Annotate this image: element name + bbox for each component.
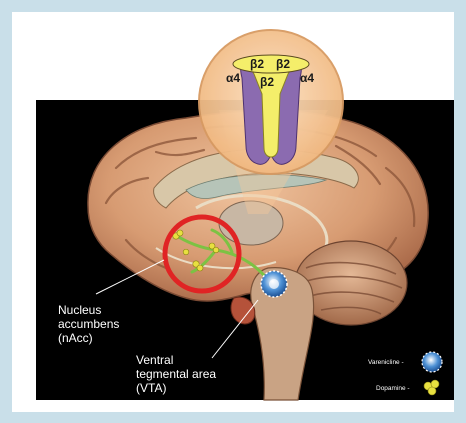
vta-label-line-2: tegmental area [136,367,216,381]
vta-label-line-1: Ventral [136,353,173,367]
subunit-label-beta2-right: β2 [276,57,290,71]
subunit-label-beta2-center: β2 [260,75,274,89]
vta-label-line-3: (VTA) [136,381,166,395]
subunit-label-beta2-left: β2 [250,57,264,71]
receptor-top-cap [233,55,309,73]
nacc-label-line-1: Nucleus [58,303,101,317]
brain-diagram: β2 β2 α4 α4 β2 N [36,28,454,410]
subunit-label-alpha4-right: α4 [300,71,314,85]
legend-dopamine-label: Dopamine - [376,385,410,392]
figure-frame: β2 β2 α4 α4 β2 N [12,12,454,412]
varenicline-molecule-vta [261,271,287,297]
nacc-label-line-3: (nAcc) [58,331,93,345]
nacc-label-line-2: accumbens [58,317,119,331]
varenicline-icon [422,352,442,372]
legend-varenicline-label: Varenicline - [368,359,404,366]
subunit-label-alpha4-left: α4 [226,71,240,85]
